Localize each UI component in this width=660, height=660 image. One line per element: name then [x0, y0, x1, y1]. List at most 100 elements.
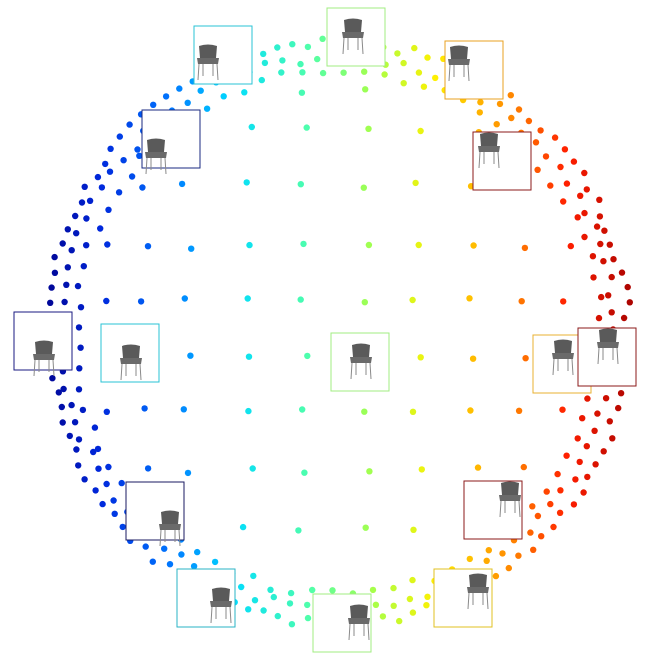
data-point	[496, 100, 504, 108]
data-point	[149, 558, 156, 565]
data-point	[369, 586, 377, 594]
data-point	[241, 89, 248, 96]
data-point	[581, 233, 588, 241]
data-point	[470, 242, 477, 249]
thumb-lower-right	[463, 480, 523, 540]
data-point	[319, 69, 327, 77]
data-point	[181, 295, 188, 302]
data-point	[299, 406, 306, 413]
data-point	[92, 487, 99, 494]
data-point	[77, 304, 85, 311]
data-point	[150, 101, 157, 109]
data-point	[297, 181, 304, 188]
data-point	[574, 435, 581, 442]
data-point	[390, 584, 397, 592]
thumb-top-left	[193, 25, 253, 85]
data-point	[260, 607, 267, 614]
data-point	[139, 184, 146, 191]
data-point	[597, 240, 604, 248]
data-point	[83, 242, 90, 249]
data-point	[274, 44, 281, 51]
data-point	[103, 480, 110, 488]
data-point	[161, 545, 168, 552]
chair-icon	[552, 339, 574, 376]
data-point	[78, 199, 86, 206]
data-point	[563, 180, 571, 187]
data-point	[68, 401, 75, 409]
data-point	[72, 212, 79, 220]
data-point	[278, 69, 285, 76]
data-point	[420, 83, 428, 90]
chair-icon	[597, 328, 619, 365]
data-point	[298, 89, 306, 96]
chair-icon	[467, 573, 489, 610]
chair-icon	[210, 587, 232, 624]
data-point	[466, 295, 473, 302]
data-point	[432, 74, 439, 82]
data-point	[396, 617, 403, 625]
data-point	[59, 240, 66, 247]
data-point	[485, 547, 492, 554]
data-point	[557, 163, 564, 171]
data-point	[467, 407, 474, 414]
data-point	[412, 179, 419, 187]
data-point	[187, 352, 194, 359]
data-point	[107, 145, 114, 152]
data-point	[75, 324, 83, 331]
data-point	[596, 213, 604, 220]
data-point	[267, 586, 274, 593]
data-point	[570, 501, 578, 508]
data-point	[474, 464, 482, 471]
chair-icon	[342, 18, 364, 55]
data-point	[98, 184, 106, 191]
data-point	[360, 184, 367, 191]
data-point	[610, 256, 617, 263]
data-point	[110, 497, 117, 504]
data-point	[51, 269, 59, 276]
data-point	[365, 241, 373, 249]
data-point	[104, 241, 111, 248]
thumb-top	[326, 7, 386, 67]
thumb-upper-right	[472, 131, 532, 191]
data-point	[606, 418, 613, 425]
data-point	[543, 488, 550, 495]
thumb-left-inner	[100, 323, 160, 383]
data-point	[97, 225, 104, 232]
data-point	[111, 510, 118, 517]
data-point	[624, 283, 631, 291]
data-point	[75, 462, 82, 469]
chair-icon	[478, 132, 500, 169]
data-point	[567, 242, 574, 250]
data-point	[144, 243, 152, 250]
data-point	[609, 435, 616, 442]
data-point	[361, 299, 368, 306]
data-point	[598, 293, 605, 301]
data-point	[515, 106, 523, 113]
data-point	[55, 389, 62, 396]
data-point	[106, 168, 114, 175]
data-point	[411, 44, 418, 52]
data-point	[547, 182, 554, 189]
data-point	[483, 557, 490, 564]
data-point	[288, 621, 296, 628]
data-point	[584, 473, 591, 481]
data-point	[220, 93, 227, 100]
data-point	[340, 69, 347, 76]
data-point	[424, 54, 431, 61]
data-point	[76, 365, 83, 372]
data-point	[166, 561, 174, 568]
data-point	[559, 406, 566, 413]
data-point	[508, 114, 515, 122]
data-point	[589, 253, 597, 260]
data-point	[73, 230, 80, 237]
data-point	[550, 523, 557, 531]
thumb-center	[330, 332, 390, 392]
data-point	[560, 298, 567, 305]
data-point	[602, 395, 610, 402]
data-point	[554, 470, 561, 478]
data-point	[261, 59, 269, 67]
data-point	[245, 353, 253, 360]
data-point	[90, 448, 97, 456]
chair-icon	[120, 344, 142, 381]
